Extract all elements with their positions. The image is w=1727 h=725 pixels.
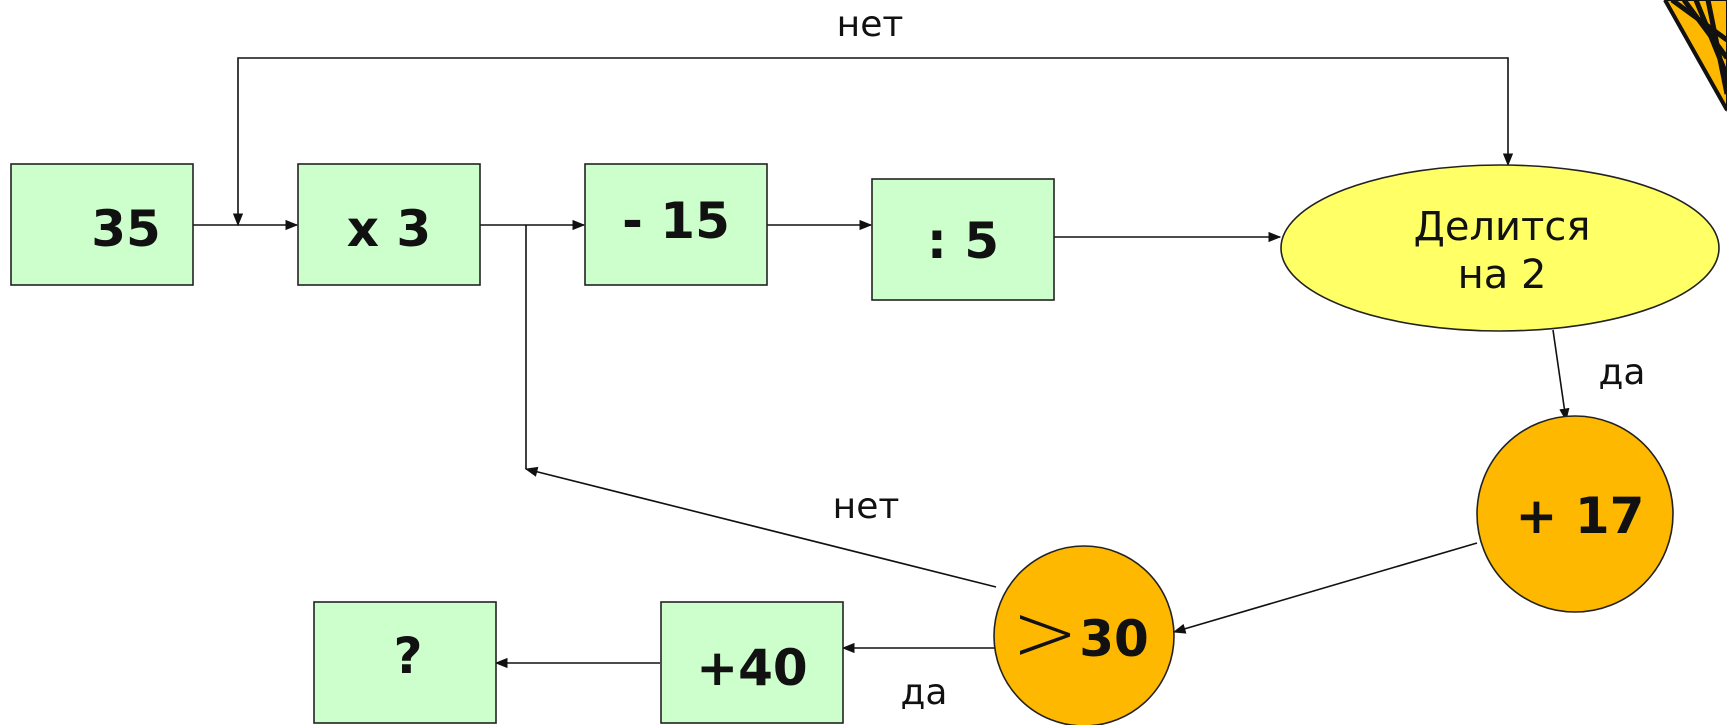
process-box-divide-5: : 5 (871, 178, 1055, 301)
arrow-add17-to-check-gt30 (1172, 542, 1478, 634)
striped-fan-icon (1663, 0, 1727, 113)
connectors (193, 57, 1570, 669)
node-label-multiply-3: x 3 (347, 200, 431, 258)
condition-divisible-by-2: Делится на 2 (1280, 164, 1720, 332)
edge-label-top-no: нет (837, 4, 904, 45)
process-box-add-40: +40 (660, 601, 844, 724)
greater-than-symbol: > (1011, 586, 1078, 679)
process-box-multiply-3: x 3 (297, 163, 481, 286)
edge-label-even-yes: да (1599, 352, 1646, 393)
node-label-minus-15: - 15 (622, 192, 730, 250)
node-label-add-17: + 17 (1516, 487, 1645, 545)
operation-add-17: + 17 (1476, 415, 1674, 613)
edge-label-gt30-no: нет (833, 486, 900, 527)
process-box-35: 35 (10, 163, 194, 286)
arrow-check-gt30-no-loop (524, 466, 997, 588)
node-label-add-40: +40 (696, 639, 807, 697)
edge-label-gt30-yes: да (901, 672, 948, 713)
process-box-result: ? (313, 601, 497, 724)
condition-greater-than-30: > 30 (993, 545, 1175, 725)
arrow-check-even-yes (1552, 329, 1570, 422)
node-label-result: ? (393, 627, 422, 685)
arrow-check-even-no-loop (232, 57, 1514, 227)
node-label-35: 35 (91, 200, 161, 258)
node-label-30: 30 (1079, 610, 1149, 668)
condition-even-line2: на 2 (1458, 252, 1547, 298)
condition-even-line1: Делится (1414, 204, 1591, 250)
node-label-divide-5: : 5 (927, 212, 999, 270)
process-box-minus-15: - 15 (584, 163, 768, 286)
